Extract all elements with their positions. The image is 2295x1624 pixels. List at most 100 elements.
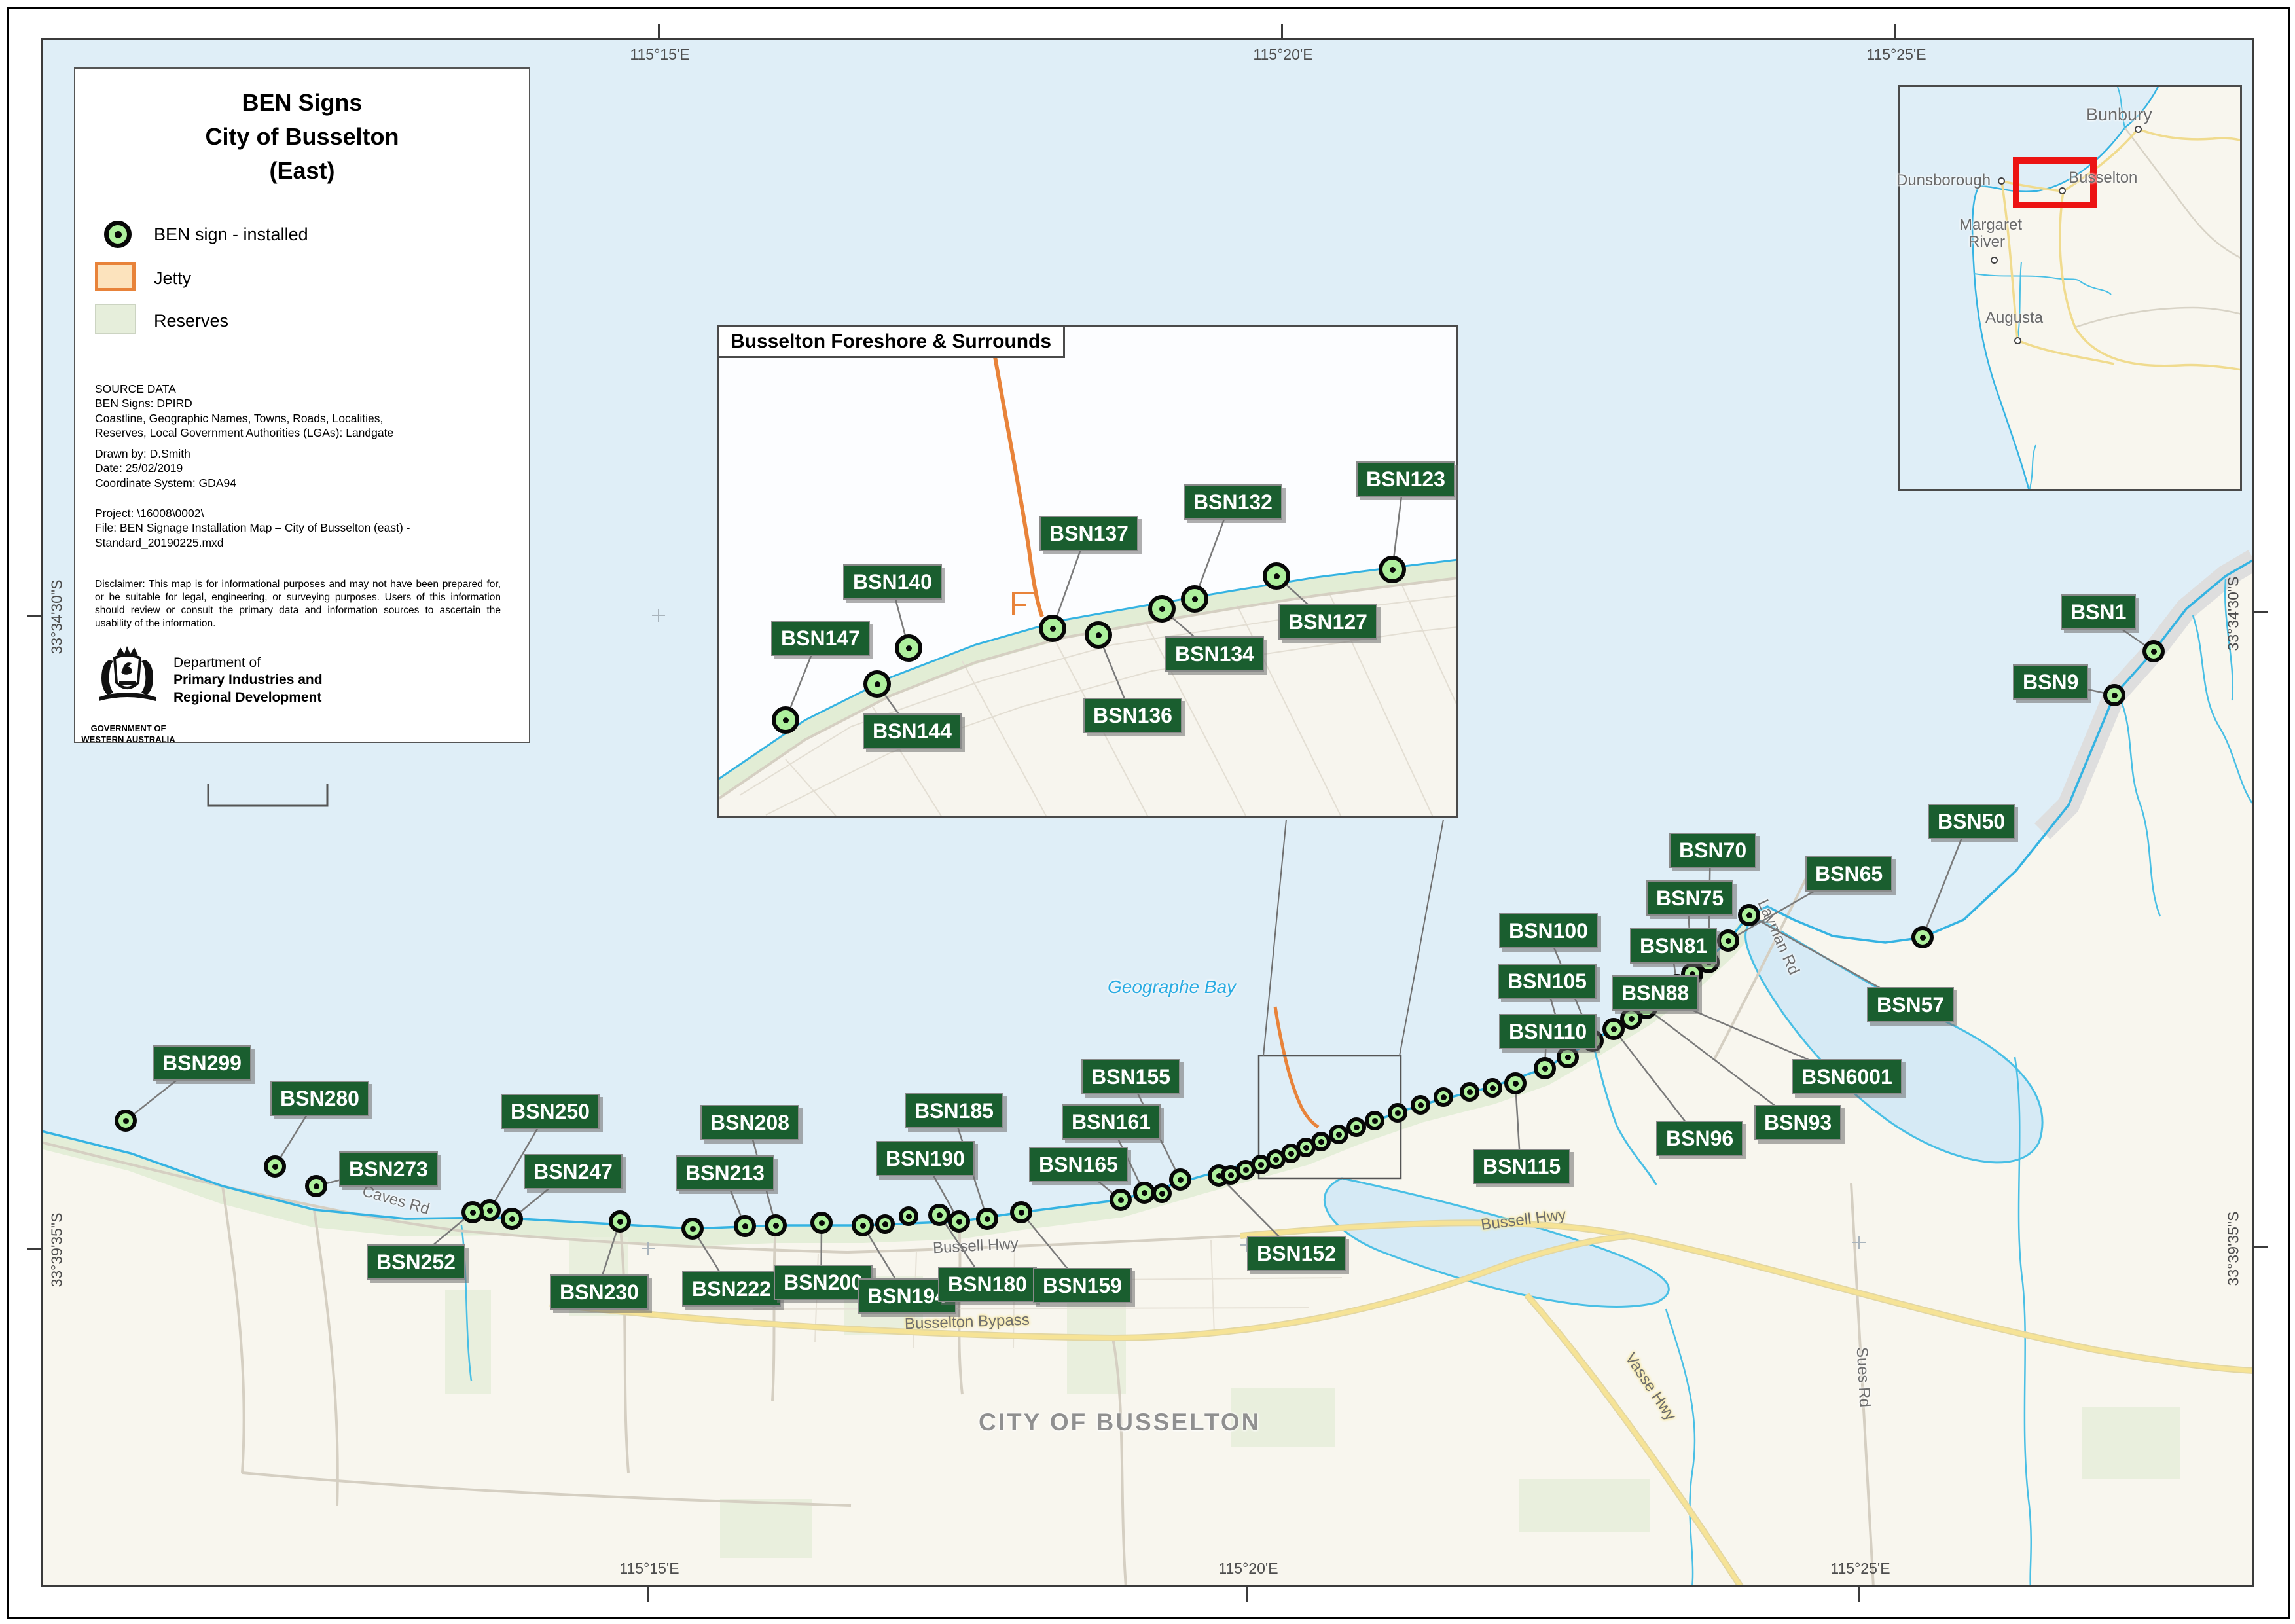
locator-place-river: River [1968,233,2006,251]
inset-coastline [716,558,1458,782]
locator-town-dot [1991,257,1998,264]
sign-chip-bsn273: BSN273 [339,1151,438,1187]
sign-chip-bsn185: BSN185 [905,1093,1003,1128]
sign-chip-bsn200: BSN200 [774,1265,873,1300]
sign-chip-bsn152: BSN152 [1247,1236,1346,1271]
locator-town-dot [2014,337,2021,344]
date: Date: 25/02/2019 [95,461,183,475]
ben-sign-marker [1460,1082,1479,1102]
sign-chip-bsn165: BSN165 [1029,1147,1128,1182]
source-line1: BEN Signs: DPIRD [95,397,192,410]
locator-map [1898,84,2243,492]
locator-canvas [1900,84,2243,492]
sign-chip-bsn137: BSN137 [1039,516,1138,551]
sign-chip-bsn88: BSN88 [1612,975,1699,1011]
city-of-busselton-label: CITY OF BUSSELTON [979,1409,1261,1435]
ben-sign-marker [1365,1111,1384,1130]
graticule-tick-top [1894,24,1896,38]
dept-line2: Primary Industries and [173,672,323,688]
marker-dot [882,1221,888,1227]
land-mass [41,560,2254,1587]
dept-line3: Regional Development [173,689,322,705]
graticule-tick-left [27,1248,41,1250]
ben-sign-marker [1311,1132,1331,1151]
graticule-tick-bottom [647,1587,649,1602]
vasse-estuary [1323,1177,1670,1308]
coat-of-arms [99,646,156,701]
legend-title-line1: BEN Signs [242,89,363,116]
graticule-label-right: 33°39'35"S [2224,1211,2242,1286]
locator-rivers [1974,86,2125,492]
marker-dot [1288,1150,1294,1157]
inset-jetty-line [993,356,1044,617]
graticule-tick-top [1281,24,1283,38]
marker-dot [1371,1117,1378,1124]
graticule-label-left: 33°39'35"S [48,1212,65,1288]
sign-chip-bsn180: BSN180 [938,1267,1037,1302]
project-path: Project: \16008\0002\ [95,507,204,520]
legend-jetty-label: Jetty [154,268,192,288]
inset-title: Busselton Foreshore & Surrounds [717,325,1066,358]
geographe-bay-label: Geographe Bay [1108,977,1237,997]
drawn-by: Drawn by: D.Smith [95,447,190,460]
ben-sign-marker [1434,1087,1453,1107]
graticule-tick-bottom [1246,1587,1248,1602]
locator-town-dot [1998,177,2005,185]
locator-town-dot [2135,126,2142,133]
graticule-label-right: 33°34'30"S [2224,576,2242,651]
sign-chip-bsn134: BSN134 [1165,636,1264,672]
sign-chip-bsn96: BSN96 [1656,1121,1744,1156]
disclaimer: Disclaimer: This map is for informationa… [95,579,501,630]
marker-dot [1159,1190,1165,1197]
locator-extent-red-rect [2013,157,2097,208]
sign-chip-bsn65: BSN65 [1805,856,1893,892]
locator-town-dot [2059,187,2066,194]
source-data-title: SOURCE DATA [95,382,176,395]
graticule-label-left: 33°34'30"S [48,579,65,655]
graticule-tick-left [27,615,41,617]
graticule-tick-bottom [1858,1587,1860,1602]
sign-chip-bsn299: BSN299 [153,1045,251,1081]
ben-sign-marker [899,1206,918,1226]
sign-chip-bsn50: BSN50 [1928,804,2015,839]
marker-dot [1303,1144,1309,1151]
marker-dot [1394,1110,1401,1116]
legend-title: BEN Signs City of Busselton (East) [75,86,529,189]
legend-reserves-label: Reserves [154,311,229,331]
sign-chip-bsn144: BSN144 [863,713,962,749]
ben-sign-marker [1152,1183,1172,1203]
ben-sign-marker [1411,1095,1430,1115]
sign-chip-bsn155: BSN155 [1081,1059,1180,1094]
sign-chip-bsn252: BSN252 [367,1244,465,1280]
marker-dot [1335,1131,1342,1138]
file-line2: Standard_20190225.mxd [95,535,224,549]
coordinate-system: Coordinate System: GDA94 [95,476,236,490]
source-line3: Reserves, Local Government Authorities (… [95,426,394,440]
marker-dot [1257,1161,1264,1168]
inset-jetty-spur [1012,592,1038,615]
sign-chip-bsn161: BSN161 [1062,1104,1161,1140]
sign-chip-bsn57: BSN57 [1867,987,1955,1022]
sign-chip-bsn81: BSN81 [1630,928,1718,964]
marker-dot [1242,1166,1249,1173]
sign-chip-bsn100: BSN100 [1499,913,1598,948]
sign-chip-bsn222: BSN222 [682,1271,781,1307]
sign-chip-bsn123: BSN123 [1356,461,1455,497]
sign-chip-bsn75: BSN75 [1646,880,1734,916]
sign-chip-bsn280: BSN280 [270,1081,369,1116]
inset-title-text: Busselton Foreshore & Surrounds [731,331,1052,352]
sign-chip-bsn190: BSN190 [876,1141,975,1176]
dept-line1: Department of [173,655,261,670]
sign-chip-bsn213: BSN213 [676,1155,774,1191]
locator-minor-roads [2074,127,2243,329]
sign-chip-bsn136: BSN136 [1083,698,1182,733]
legend-sign-symbol [104,221,132,248]
sign-chip-bsn159: BSN159 [1033,1268,1132,1303]
marker-dot [1417,1102,1424,1108]
marker-dot [1489,1085,1496,1091]
locator-place-busselton: Busselton [2069,169,2138,187]
sign-chip-bsn247: BSN247 [524,1154,623,1189]
highways [549,1219,2254,1587]
locator-place-augusta: Augusta [1985,309,2044,327]
locator-place-dunsborough: Dunsborough [1896,171,1991,189]
